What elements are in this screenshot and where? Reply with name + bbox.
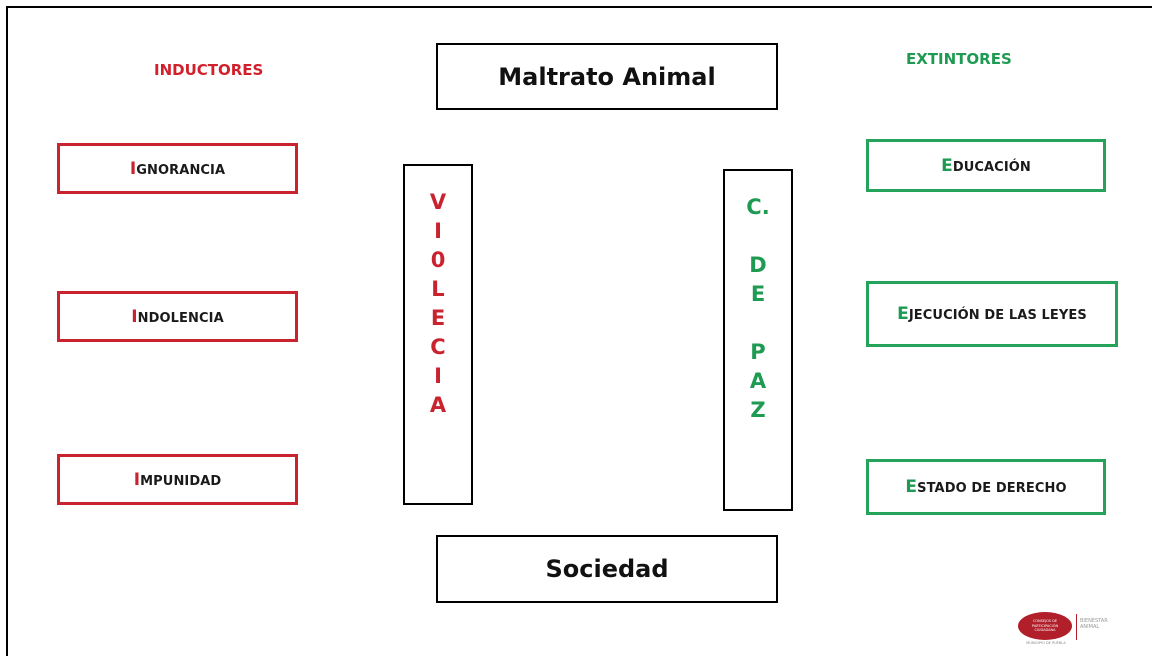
- extintor-box-ejecucion: Ejecución de las leyes: [866, 281, 1118, 347]
- inductor-box-impunidad: Impunidad: [57, 454, 298, 505]
- extintor-label: Educación: [941, 155, 1031, 176]
- paz-letter: C.: [746, 195, 770, 219]
- inductor-box-indolencia: Indolencia: [57, 291, 298, 342]
- paz-letter: Z: [750, 398, 766, 422]
- inductor-label: Impunidad: [133, 469, 222, 490]
- violencia-letter: C: [430, 335, 446, 359]
- logo-right-text: BIENESTAR ANIMAL: [1080, 618, 1108, 630]
- extintor-box-educacion: Educación: [866, 139, 1106, 192]
- violencia-letter: 0: [430, 248, 446, 272]
- inductor-label: Ignorancia: [129, 158, 226, 179]
- extintor-label: Ejecución de las leyes: [897, 304, 1087, 324]
- logo-separator: [1076, 614, 1077, 640]
- sociedad-title: Sociedad: [545, 555, 669, 583]
- paz-column: C. D E P A Z: [723, 169, 793, 511]
- extintores-heading: EXTINTORES: [906, 50, 1012, 68]
- violencia-column: V I 0 L E C I A: [403, 164, 473, 505]
- paz-letter: D: [749, 253, 767, 277]
- organization-logo: CONSEJOS DE PARTICIPACIÓN CIUDADANA MUNI…: [1018, 610, 1128, 645]
- maltrato-animal-title: Maltrato Animal: [498, 62, 716, 91]
- maltrato-animal-box: Maltrato Animal: [436, 43, 778, 110]
- paz-letter: E: [750, 282, 766, 306]
- diagram-frame: [6, 6, 1152, 656]
- violencia-letter: L: [431, 277, 445, 301]
- extintor-box-estado: Estado de derecho: [866, 459, 1106, 515]
- inductores-heading: INDUCTORES: [154, 61, 264, 79]
- violencia-letter: V: [429, 190, 447, 214]
- inductor-label: Indolencia: [131, 306, 224, 327]
- paz-letter: A: [749, 369, 767, 393]
- inductor-box-ignorancia: Ignorancia: [57, 143, 298, 194]
- logo-emblem: CONSEJOS DE PARTICIPACIÓN CIUDADANA: [1018, 612, 1072, 640]
- logo-subtext: MUNICIPIO DE PUEBLA: [1026, 641, 1066, 645]
- violencia-letter: A: [429, 393, 447, 417]
- extintor-label: Estado de derecho: [905, 477, 1067, 497]
- violencia-letter: E: [430, 306, 446, 330]
- violencia-letter: I: [434, 219, 442, 243]
- sociedad-box: Sociedad: [436, 535, 778, 603]
- violencia-letter: I: [434, 364, 442, 388]
- paz-letter: P: [750, 340, 766, 364]
